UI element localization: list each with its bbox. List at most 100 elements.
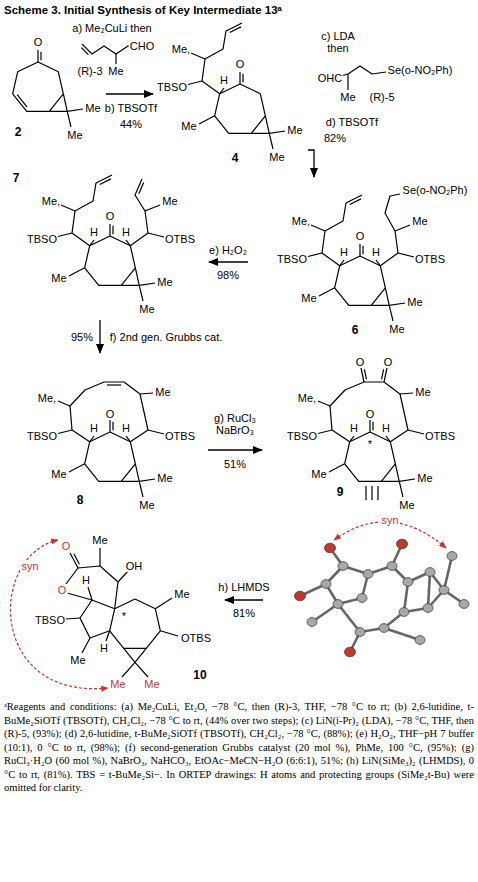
reagent-label: h) LHMDS [217,581,270,593]
ortep-bond [338,604,360,632]
bond-line [118,571,128,582]
atom-label: * [367,438,373,450]
bond-line [67,593,92,600]
atom-label: Me [411,215,428,227]
bond-line [220,88,224,94]
bond-line [160,631,178,636]
ortep-atom [307,618,317,627]
atom-label: O [57,584,68,596]
atom-label: Me [138,499,155,511]
bond-line [109,420,110,432]
atom-label: syn [20,560,39,572]
ortep-atom [363,570,373,579]
compound-structure: 7Me,MeTBSOHOHOTBSMeMeMe [4,166,206,318]
bond-line [251,116,269,134]
bond-line [106,631,110,641]
bond-line [107,384,121,385]
atom-label: O [105,210,116,222]
ortep-atom [415,636,425,645]
bond-line [145,205,160,211]
atom-label: Me [388,323,405,335]
bond-line [17,95,27,107]
bond-line [230,27,241,33]
reagent-label: g) RuCl₃ NaBrO₃ [205,412,265,436]
bond-line [90,240,94,246]
bond-line [369,420,370,432]
ortep-atom [423,604,433,613]
bond-line [140,393,153,394]
compound-structure: OOMe,MeTBSOHOHOTBS*MeMeMe9syn [265,345,475,665]
bond-line [362,246,363,254]
bond-line [126,240,130,246]
bond-line [148,233,164,237]
bond-line [361,368,364,382]
bond-line [408,430,424,434]
bond-line [88,587,92,600]
bond-line [67,111,71,127]
bond-line [139,481,143,497]
atom-label: Me [161,195,178,207]
atom-label: Me [69,654,86,666]
bond-line [85,432,136,481]
ortep-atom [425,568,435,577]
bond-line [350,436,354,442]
scheme-label: Me [339,91,356,103]
atom-label: Me [406,296,423,308]
atom-label: Me [84,102,101,114]
atom-label: OH [125,560,144,572]
atom-label: OTBS [424,430,456,442]
compound-number: 6 [351,324,360,336]
bond-line [186,81,202,85]
atom-label: Se(o-NO₂Ph) [402,184,469,196]
bond-line [389,305,393,321]
bond-line [82,44,134,54]
atom-label: syn [380,514,399,526]
ortep-atom [295,591,306,601]
ortep-bond [444,556,452,590]
atom-label: Me [138,303,155,315]
bond-line [395,225,410,231]
bond-line [70,382,148,442]
identity-sign [365,486,366,500]
atom-label: TBSO [156,81,188,93]
bond-line [124,648,147,662]
bond-line [381,464,399,482]
bond-line [155,598,172,609]
bond-line [215,84,266,133]
atom-label: O [355,230,366,242]
ortep-drawing [295,539,470,657]
bond-line [66,568,78,584]
bond-line [122,662,135,677]
bond-line [269,133,273,149]
scheme-label: 82% [323,132,347,144]
syn-arrow [11,540,108,689]
bond-line [269,131,285,133]
ortep-atom [447,552,457,561]
bond-line [130,179,148,246]
ortep-atom [357,594,367,603]
compound-number: 9 [336,486,345,498]
bond-line [115,54,116,64]
bond-line [398,253,414,257]
reagent-label: a) Me₂CuLi then [71,22,152,34]
compound-structure: Me,TBSOHOMeMeMe4 [156,20,306,168]
atom-label: Me [286,124,303,136]
atom-label: O [235,58,246,70]
atom-label: Me [180,120,197,132]
ortep-atom [459,600,469,609]
atom-label: Me, [37,392,57,404]
bond-line [399,479,415,481]
atom-label: Me [398,499,415,511]
compound-number: 8 [76,494,85,506]
bond-line [384,368,387,382]
atom-label: OTBS [414,253,446,265]
bond-line [371,288,389,306]
identity-sign [371,486,372,500]
bond-line [372,422,373,430]
compound-number: 4 [231,152,240,164]
bond-line [126,436,130,442]
bond-line [56,430,72,434]
bond-line [318,401,330,406]
bond-line [40,52,41,60]
ortep-atom [321,580,331,589]
